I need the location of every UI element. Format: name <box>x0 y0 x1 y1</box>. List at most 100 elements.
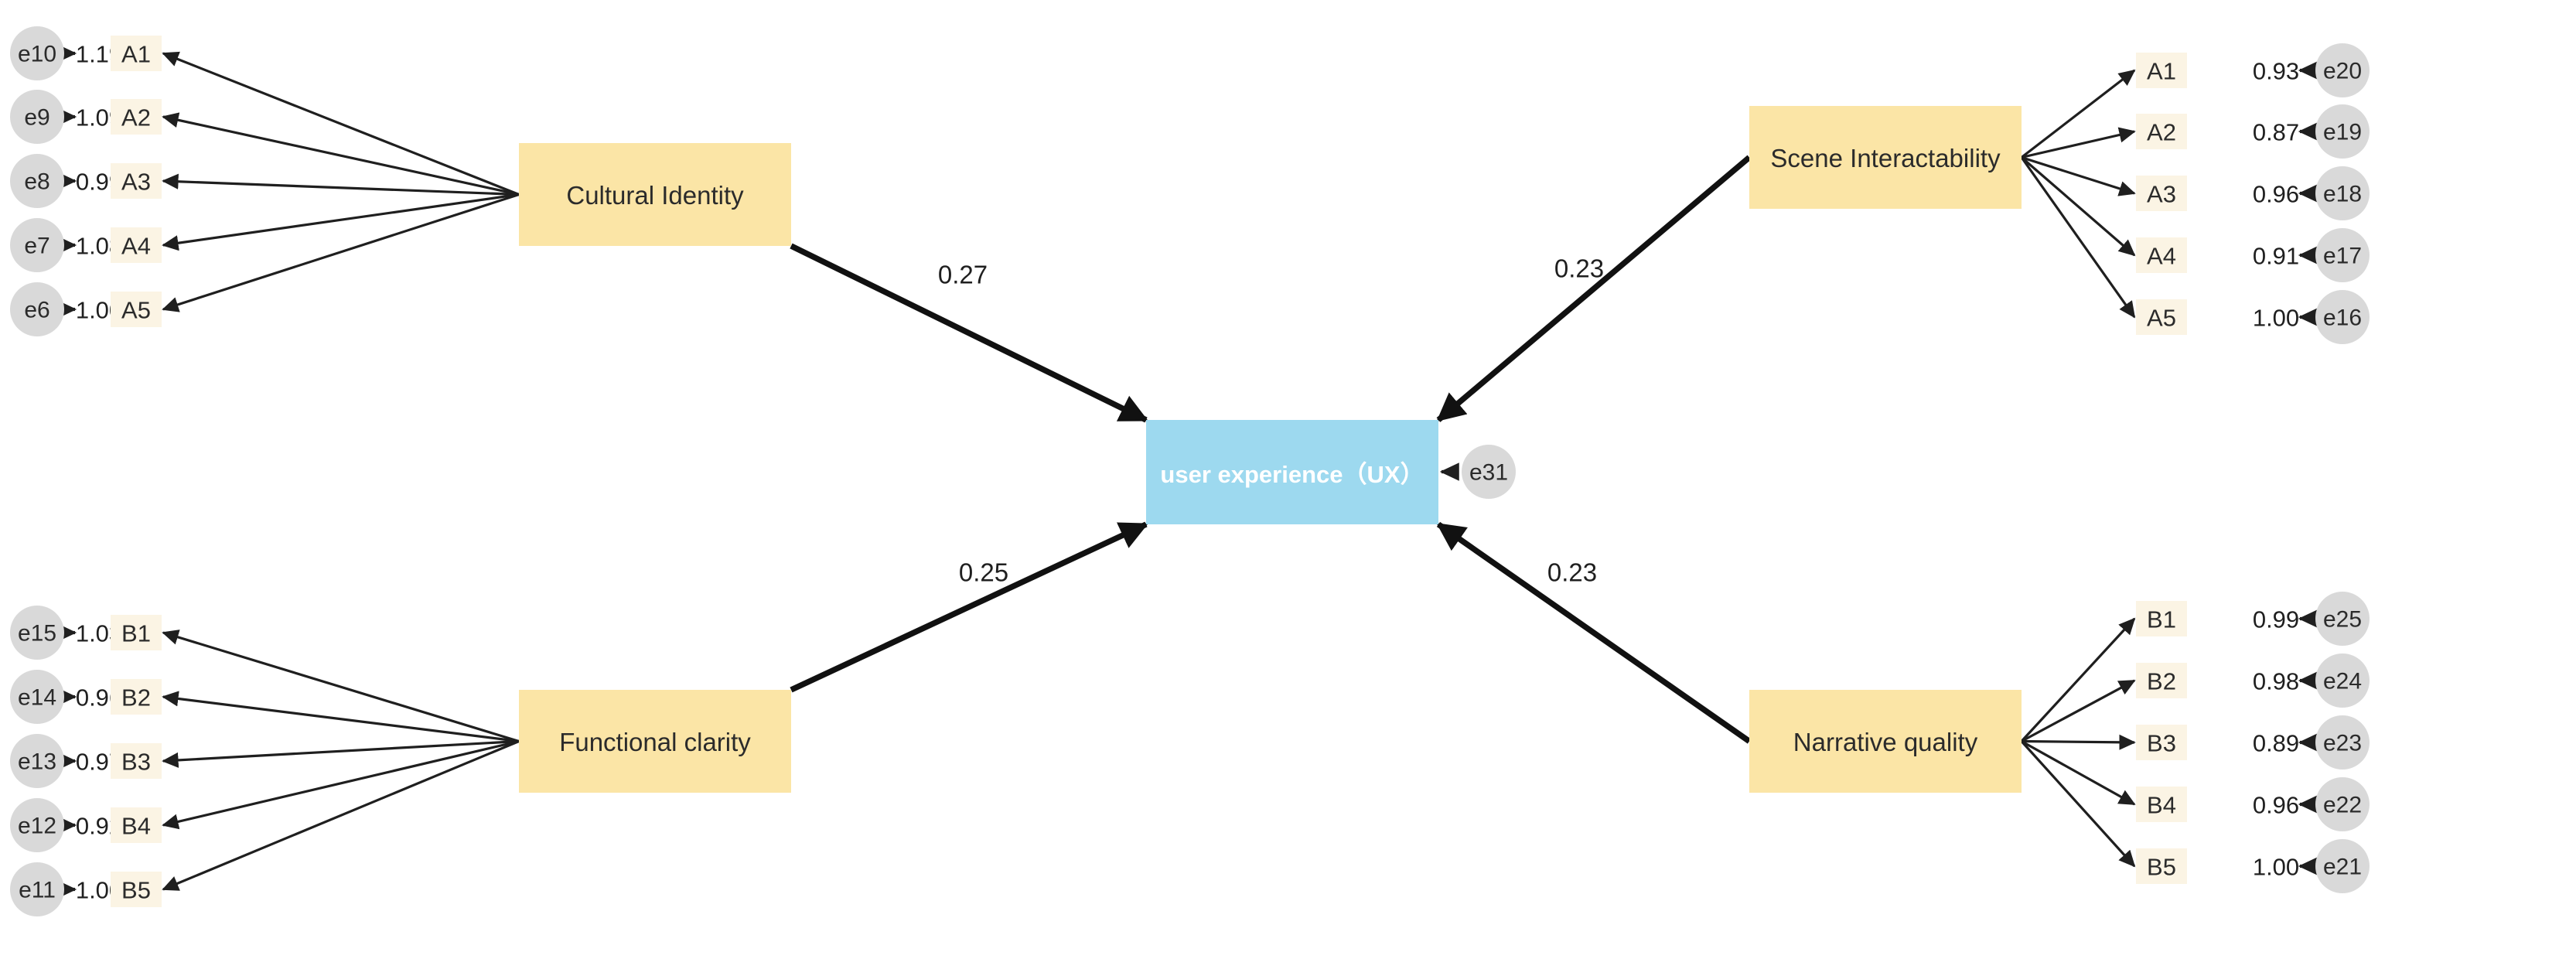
indicator-box-narrative-quality-B4[interactable] <box>2136 787 2187 822</box>
error-label-e20: e20 <box>2323 59 2362 84</box>
loading-arrow-cultural-identity-A5 <box>162 193 520 312</box>
indicator-box-narrative-quality-B1[interactable] <box>2136 601 2187 636</box>
indicator-box-functional-clarity-B5[interactable] <box>111 872 162 907</box>
indicator-box-narrative-quality-B2[interactable] <box>2136 663 2187 698</box>
indicator-box-cultural-identity-A1[interactable] <box>111 36 162 71</box>
construct-box-functional-clarity[interactable] <box>519 690 791 793</box>
error-label-e8: e8 <box>24 169 49 195</box>
indicator-box-functional-clarity-B3[interactable] <box>111 743 162 779</box>
loading-value-narrative-quality-B2: 0.98 <box>2253 668 2299 695</box>
error-label-e15: e15 <box>18 621 56 647</box>
error-node-e7 <box>10 218 64 272</box>
error-label-e12: e12 <box>18 814 56 839</box>
error-node-e15 <box>10 606 64 660</box>
loading-arrow-narrative-quality-B2 <box>2021 679 2136 742</box>
indicator-label-scene-interactability-A2: A2 <box>2147 119 2176 146</box>
loading-arrow-scene-interactability-A1 <box>2021 69 2136 159</box>
indicator-box-functional-clarity-B1[interactable] <box>111 615 162 650</box>
loading-value-narrative-quality-B4: 0.96 <box>2253 792 2299 819</box>
indicator-label-functional-clarity-B4: B4 <box>121 813 151 840</box>
error-label-e22: e22 <box>2323 793 2362 818</box>
structural-path-scene-interactability-to-ux <box>1436 155 1752 422</box>
indicator-label-narrative-quality-B3: B3 <box>2147 730 2176 757</box>
indicator-box-cultural-identity-A2[interactable] <box>111 99 162 135</box>
path-coefficient-functional-clarity: 0.25 <box>959 558 1008 587</box>
loading-arrow-narrative-quality-B5 <box>2020 740 2136 868</box>
indicator-box-functional-clarity-B2[interactable] <box>111 679 162 715</box>
structural-path-cultural-identity-to-ux <box>790 243 1149 423</box>
error-label-e10: e10 <box>18 42 56 67</box>
indicator-box-cultural-identity-A3[interactable] <box>111 163 162 199</box>
error-node-e19 <box>2315 104 2370 159</box>
indicator-box-scene-interactability-A3[interactable] <box>2136 176 2187 211</box>
indicator-box-cultural-identity-A4[interactable] <box>111 227 162 263</box>
loading-value-narrative-quality-B3: 0.89 <box>2253 730 2299 757</box>
error-node-e9 <box>10 90 64 144</box>
error-label-e14: e14 <box>18 685 56 711</box>
path-coefficient-narrative-quality: 0.23 <box>1547 558 1597 587</box>
loading-arrow-scene-interactability-A4 <box>2020 156 2136 257</box>
indicator-label-scene-interactability-A5: A5 <box>2147 305 2176 332</box>
error-node-e16 <box>2315 290 2370 344</box>
path-coefficient-scene-interactability: 0.23 <box>1554 254 1604 283</box>
loading-arrow-cultural-identity-A2 <box>162 112 520 196</box>
indicator-label-cultural-identity-A2: A2 <box>121 104 151 131</box>
error-label-e17: e17 <box>2323 244 2362 269</box>
indicator-box-scene-interactability-A2[interactable] <box>2136 114 2187 149</box>
indicator-box-narrative-quality-B5[interactable] <box>2136 848 2187 884</box>
loading-arrow-functional-clarity-B4 <box>162 739 520 830</box>
construct-box-scene-interactability[interactable] <box>1749 106 2022 209</box>
error-node-e10 <box>10 26 64 80</box>
indicator-label-cultural-identity-A3: A3 <box>121 169 151 196</box>
indicator-label-functional-clarity-B5: B5 <box>121 877 151 904</box>
construct-box-cultural-identity[interactable] <box>519 143 791 246</box>
construct-label-narrative-quality: Narrative quality <box>1793 728 1978 756</box>
construct-box-narrative-quality[interactable] <box>1749 690 2022 793</box>
loading-arrow-scene-interactability-A2 <box>2021 127 2136 159</box>
loading-value-scene-interactability-A1: 0.93 <box>2253 58 2299 85</box>
error-label-e24: e24 <box>2323 669 2362 694</box>
indicator-box-cultural-identity-A5[interactable] <box>111 292 162 327</box>
indicator-label-narrative-quality-B4: B4 <box>2147 792 2176 819</box>
error-label-e6: e6 <box>24 298 49 323</box>
indicator-box-scene-interactability-A4[interactable] <box>2136 237 2187 273</box>
residual-node-e31 <box>1462 445 1516 499</box>
loading-value-scene-interactability-A5: 1.00 <box>2253 305 2299 332</box>
indicator-label-scene-interactability-A4: A4 <box>2147 243 2176 270</box>
indicator-label-scene-interactability-A1: A1 <box>2147 58 2176 85</box>
error-node-e11 <box>10 862 64 916</box>
indicator-label-scene-interactability-A3: A3 <box>2147 181 2176 208</box>
indicator-box-functional-clarity-B4[interactable] <box>111 807 162 843</box>
error-label-e7: e7 <box>24 234 49 259</box>
loading-value-narrative-quality-B1: 0.99 <box>2253 606 2299 633</box>
error-node-e21 <box>2315 839 2370 893</box>
error-node-e24 <box>2315 654 2370 708</box>
indicator-box-scene-interactability-A5[interactable] <box>2136 299 2187 335</box>
loading-arrow-cultural-identity-A3 <box>162 173 520 196</box>
loading-arrow-scene-interactability-A5 <box>2020 156 2136 319</box>
error-label-e13: e13 <box>18 749 56 775</box>
loading-arrow-narrative-quality-B4 <box>2021 740 2136 806</box>
path-coefficient-cultural-identity: 0.27 <box>938 261 988 289</box>
error-label-e11: e11 <box>19 878 56 903</box>
indicator-box-scene-interactability-A1[interactable] <box>2136 53 2187 88</box>
residual-label-e31: e31 <box>1469 460 1508 486</box>
indicator-label-narrative-quality-B2: B2 <box>2147 668 2176 695</box>
error-label-e19: e19 <box>2323 120 2362 145</box>
loading-arrow-cultural-identity-A1 <box>162 51 520 196</box>
construct-label-cultural-identity: Cultural Identity <box>566 181 744 210</box>
indicator-label-functional-clarity-B1: B1 <box>121 620 151 647</box>
error-label-e23: e23 <box>2323 731 2362 756</box>
loading-value-narrative-quality-B5: 1.00 <box>2253 854 2299 881</box>
indicator-box-narrative-quality-B3[interactable] <box>2136 725 2187 760</box>
outcome-box-ux[interactable] <box>1146 420 1438 524</box>
loading-arrow-scene-interactability-A3 <box>2021 155 2136 196</box>
loading-value-scene-interactability-A3: 0.96 <box>2253 181 2299 208</box>
error-node-e25 <box>2315 592 2370 646</box>
loading-arrow-functional-clarity-B3 <box>162 739 520 768</box>
error-node-e14 <box>10 670 64 724</box>
error-label-e18: e18 <box>2323 182 2362 207</box>
error-node-e8 <box>10 154 64 208</box>
